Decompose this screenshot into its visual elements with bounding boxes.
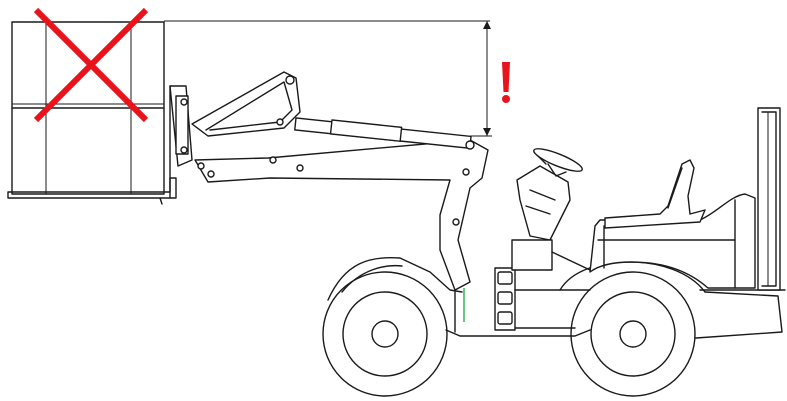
exclamation-mark-icon [502, 62, 510, 103]
load-bales [11, 21, 165, 195]
height-dimension [164, 20, 492, 137]
red-x-cross-icon [33, 7, 149, 123]
rear-wheel [570, 271, 696, 397]
rear-body [589, 193, 756, 289]
steering [511, 148, 591, 271]
front-wheel [322, 271, 448, 397]
loader-arm [169, 71, 489, 291]
chassis [327, 256, 786, 339]
operator-seat [604, 159, 706, 229]
rops-pillar [757, 107, 781, 291]
